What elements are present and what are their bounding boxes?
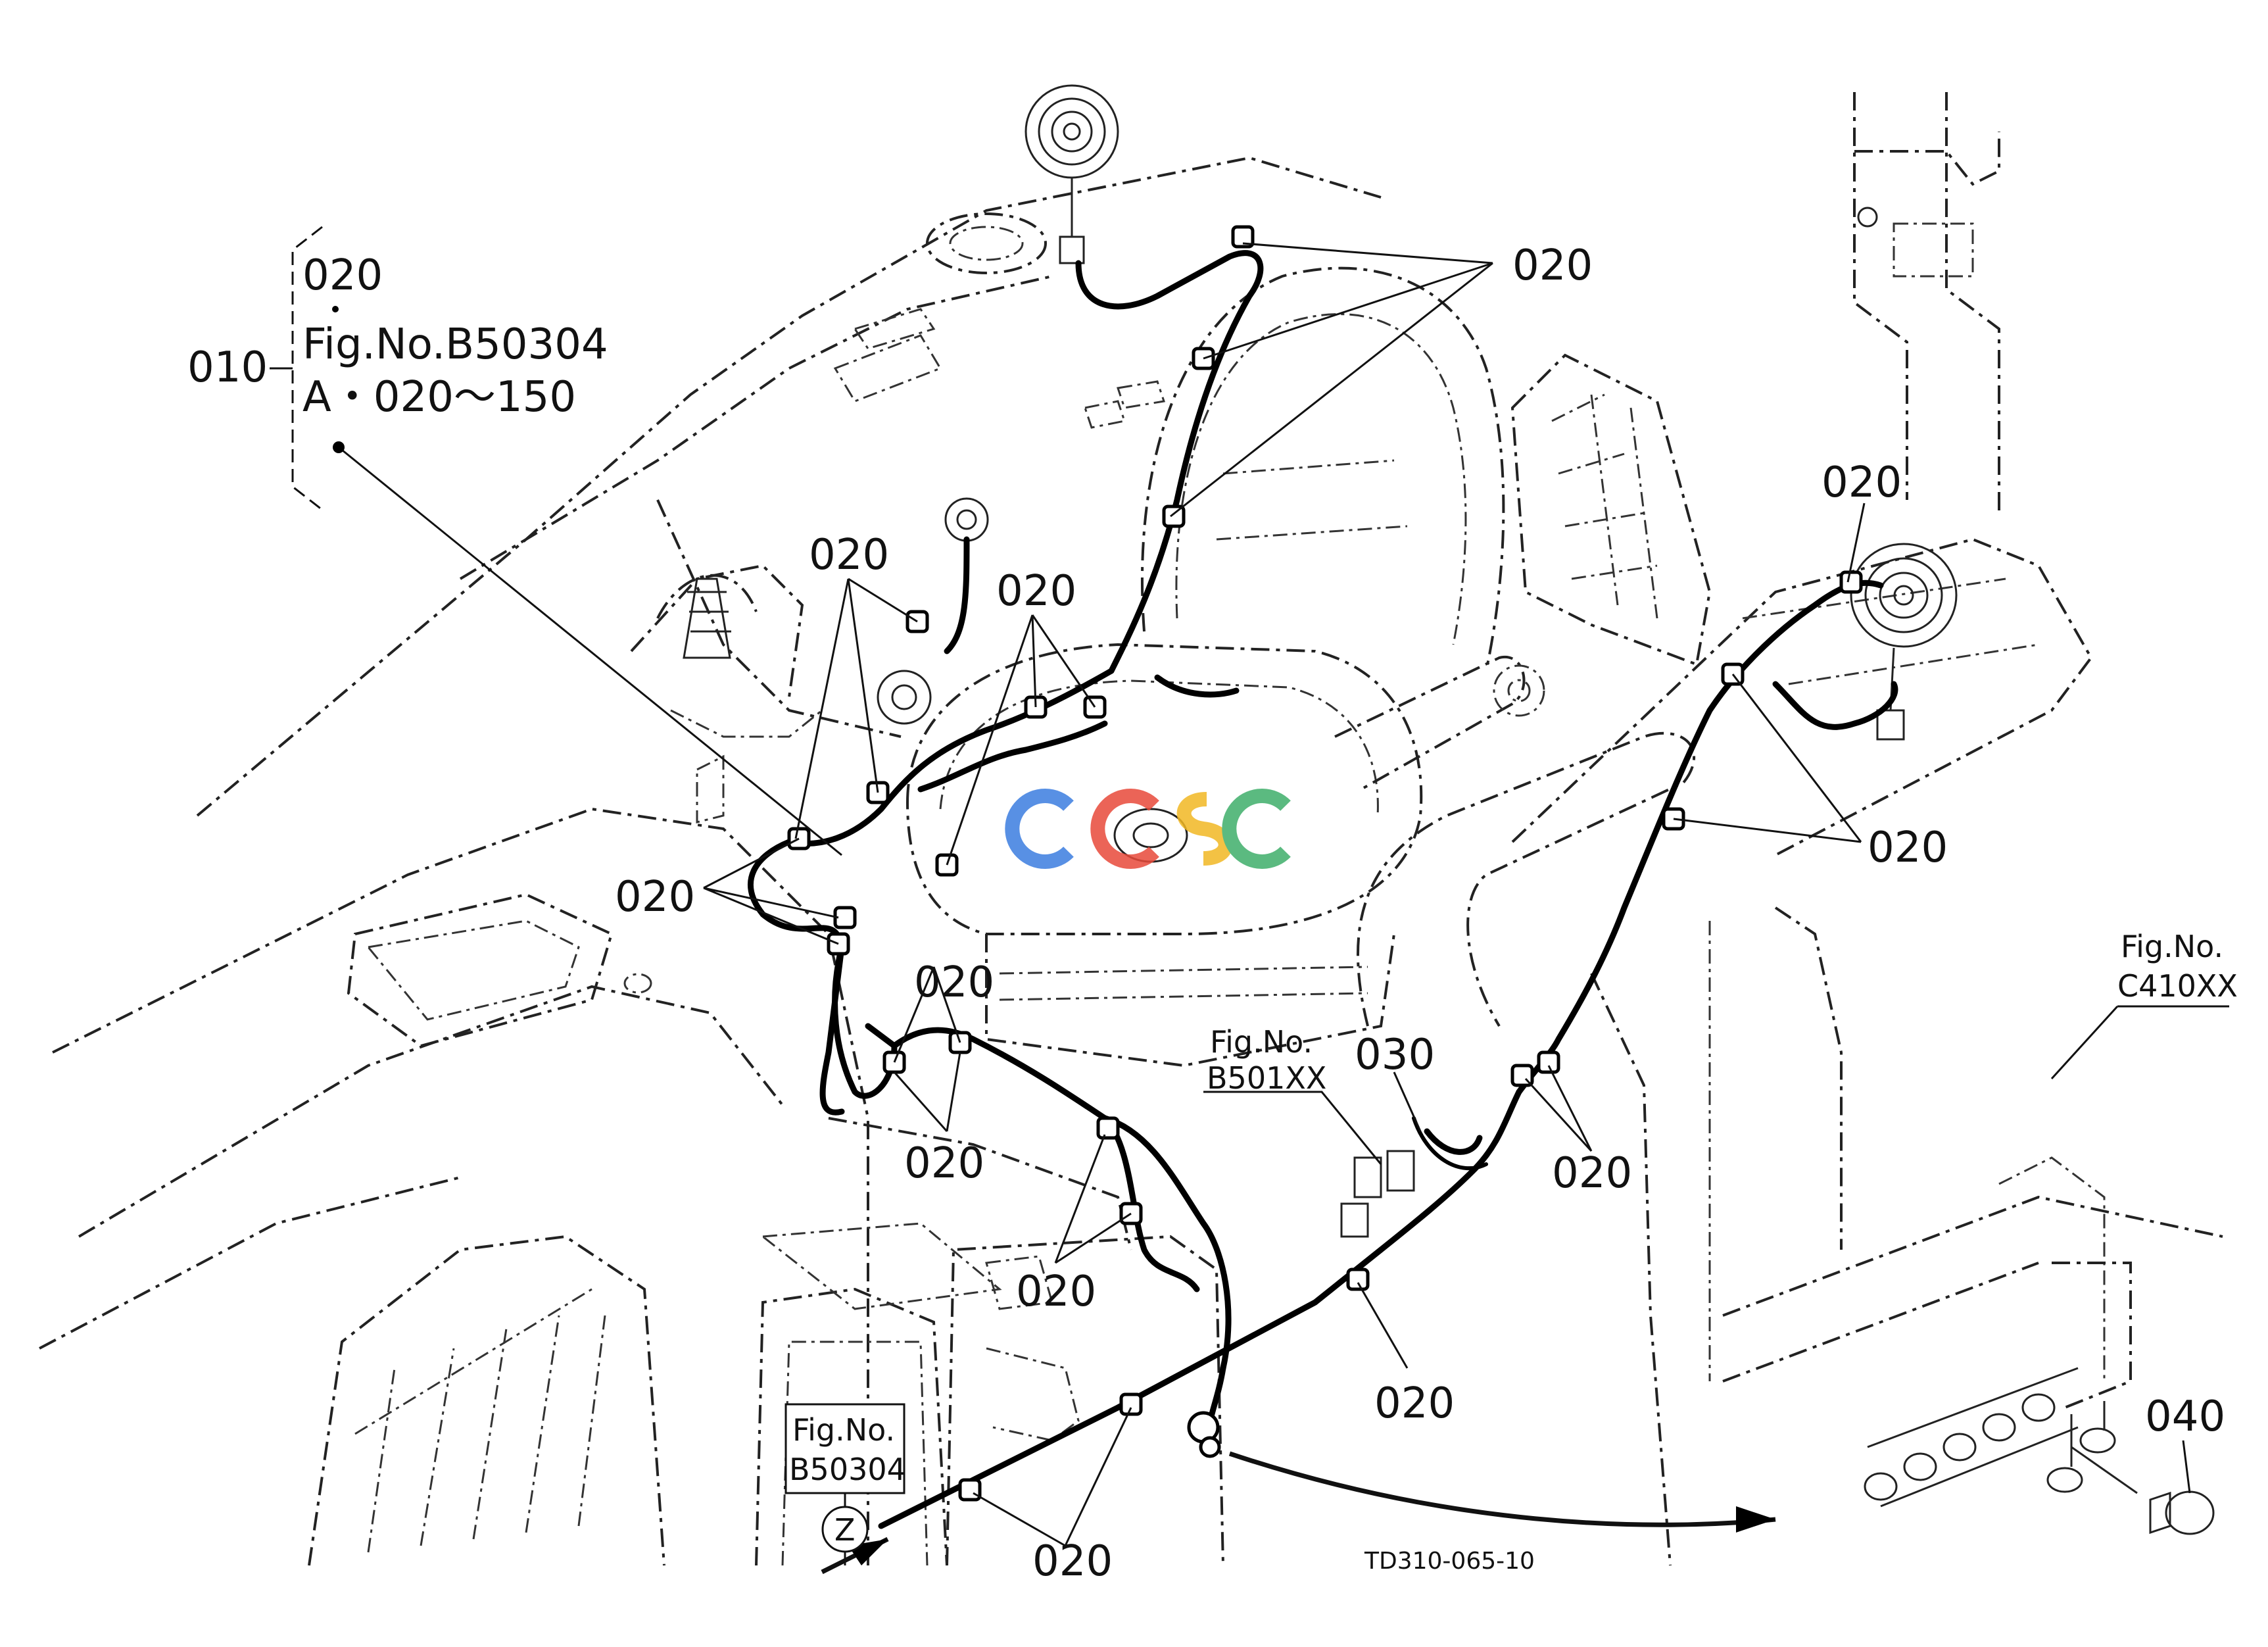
callout-020: 020 xyxy=(1016,1267,1096,1316)
fig-ref-c410xx-line2: C410XX xyxy=(2117,968,2238,1004)
fig-ref-b50304-line1: Fig.No. xyxy=(792,1412,895,1448)
part-040-bolt xyxy=(2046,1401,2215,1535)
callout-020: 020 xyxy=(615,873,695,922)
callout-020: 020 xyxy=(914,958,994,1007)
group-010-callout: 010 020 Fig.No.B50304 A・020～150 xyxy=(187,226,608,511)
machine-outline xyxy=(39,92,2223,1566)
fig-ref-b501xx-line1: Fig.No. xyxy=(1210,1024,1313,1060)
switch-parts xyxy=(877,497,1188,863)
callout-040: 040 xyxy=(2145,1392,2225,1441)
group-010-line3: A・020～150 xyxy=(302,373,576,422)
fig-ref-b501xx-line2: B501XX xyxy=(1207,1060,1326,1096)
callout-030: 030 xyxy=(1355,1031,1435,1079)
harness-clamps xyxy=(787,225,1863,1502)
callout-020: 020 xyxy=(904,1139,984,1188)
callout-020: 020 xyxy=(1552,1149,1632,1198)
drawing-code: TD310-065-10 xyxy=(1364,1548,1535,1575)
fig-ref-b501xx: Fig.No. B501XX xyxy=(1207,1024,1326,1096)
watermark-logo xyxy=(1005,789,1291,869)
work-light-left xyxy=(1025,84,1119,264)
flow-arrows xyxy=(821,1451,1776,1575)
callout-020: 020 xyxy=(1032,1537,1113,1586)
callout-020: 020 xyxy=(1512,241,1593,290)
fig-ref-c410xx-line1: Fig.No. xyxy=(2121,929,2223,964)
work-light-right xyxy=(1850,543,1958,741)
callout-020: 020 xyxy=(996,567,1076,616)
callout-labels: 020 020 020 020 020 020 020 020 020 020 … xyxy=(615,241,1948,1586)
group-010-ref: 010 xyxy=(187,343,268,392)
leader-lines xyxy=(333,242,2229,1547)
group-010-line1: 020 xyxy=(302,251,383,300)
callout-020: 020 xyxy=(809,531,889,579)
fig-ref-b50304-line2: B50304 xyxy=(789,1452,906,1487)
fig-ref-c410xx: Fig.No. C410XX xyxy=(2117,929,2238,1004)
bolt-stack xyxy=(1864,1367,2079,1508)
callout-020: 020 xyxy=(1822,458,1902,507)
fig-ref-b50304: Fig.No. B50304 Z xyxy=(784,1403,906,1565)
group-010-line2: Fig.No.B50304 xyxy=(302,320,608,369)
fig-ref-b50304-marker: Z xyxy=(834,1512,856,1548)
wiring-harness xyxy=(748,250,1898,1529)
callout-020: 020 xyxy=(1868,823,1948,872)
callout-020: 020 xyxy=(1374,1379,1455,1428)
